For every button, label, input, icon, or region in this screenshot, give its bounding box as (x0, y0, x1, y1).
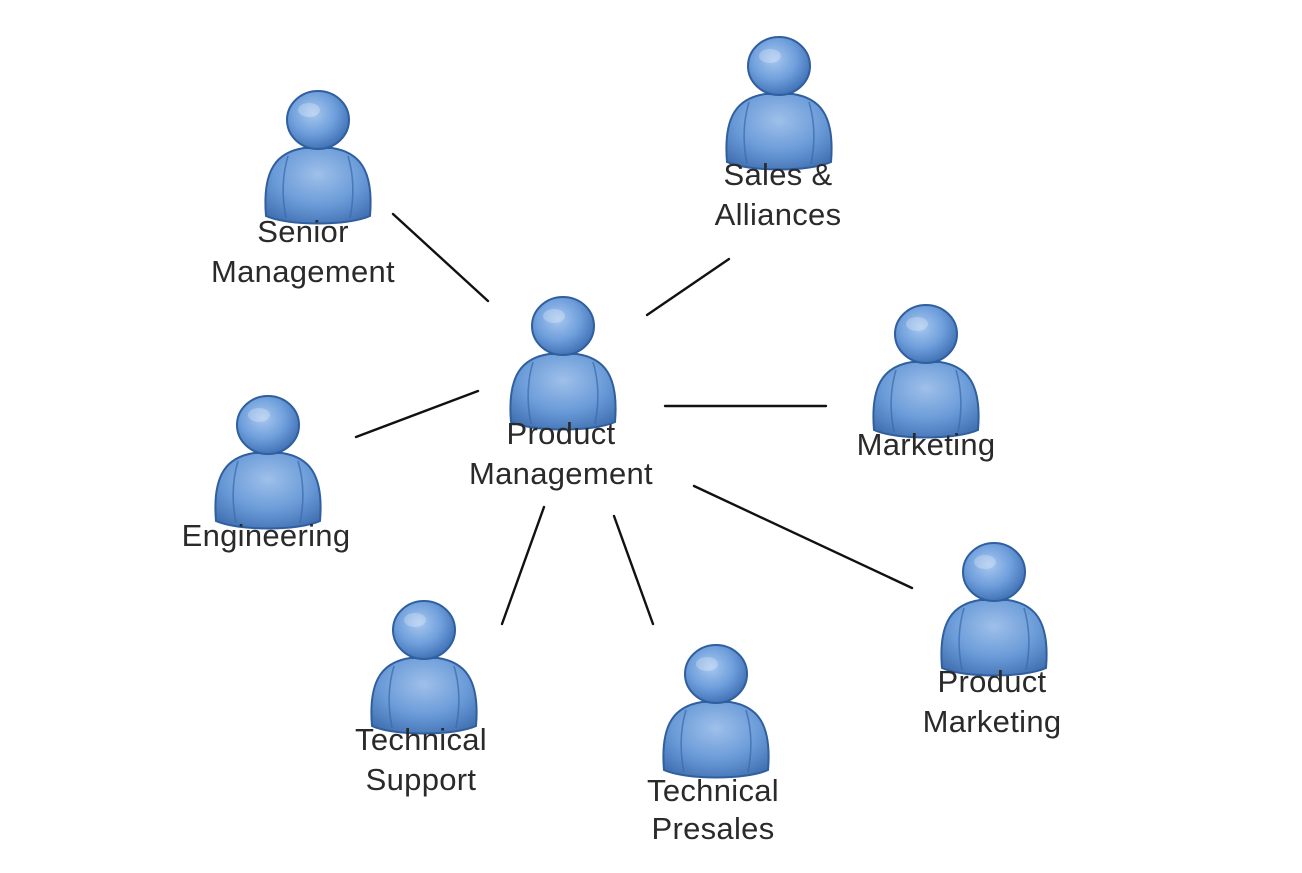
node-label-line: Management (211, 254, 395, 289)
connector-technical-presales (612, 514, 655, 626)
node-label-line: Product (938, 664, 1047, 699)
connector-engineering (354, 389, 480, 439)
person-icon (370, 600, 478, 735)
node-label-line: Technical (647, 773, 779, 808)
person-icon (214, 395, 322, 530)
person-icon (509, 296, 617, 431)
node-marketing: Marketing (857, 304, 996, 462)
node-label-line: Technical (355, 722, 487, 757)
node-label-line: Sales & (724, 157, 833, 192)
node-label-line: Alliances (715, 197, 842, 232)
connector-product-marketing (692, 484, 914, 590)
node-label-line: Product (507, 416, 616, 451)
node-label-line: Marketing (857, 427, 996, 462)
node-label-line: Support (366, 762, 477, 797)
node-label-line: Presales (651, 811, 774, 846)
person-icon (725, 36, 833, 171)
person-icon (872, 304, 980, 439)
connector-sales-alliances (645, 257, 731, 317)
connector-technical-support (500, 505, 546, 626)
connector-senior-management (391, 212, 490, 303)
person-icon (662, 644, 770, 779)
node-label-line: Management (469, 456, 653, 491)
person-icon (264, 90, 372, 225)
node-label-line: Marketing (923, 704, 1062, 739)
person-icon (940, 542, 1048, 677)
connector-layer (354, 212, 914, 626)
node-sales-alliances: Sales & Alliances (715, 36, 842, 232)
node-label-line: Senior (257, 214, 348, 249)
node-label-line: Engineering (182, 518, 351, 553)
node-engineering: Engineering (182, 395, 351, 553)
